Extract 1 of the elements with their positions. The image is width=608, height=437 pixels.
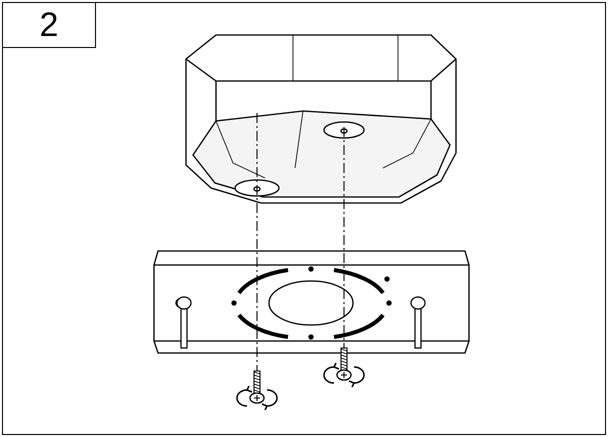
step-number: 2	[3, 3, 96, 48]
